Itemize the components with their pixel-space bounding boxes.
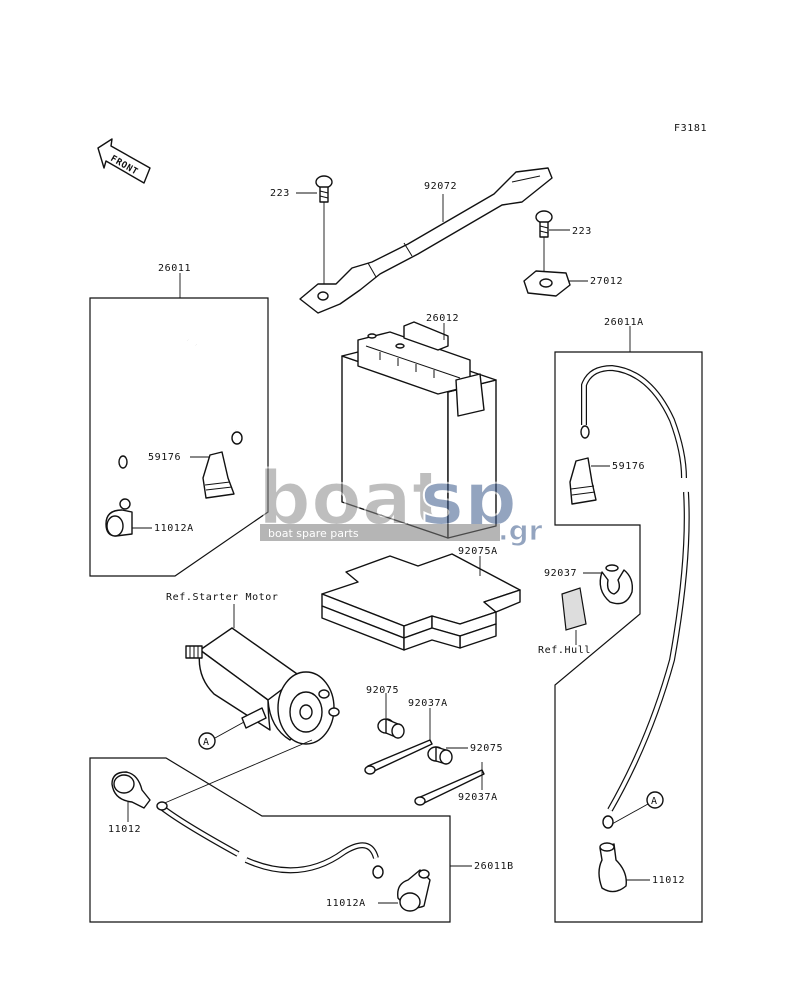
watermark-logo: boat sp .gr boat spare parts — [257, 455, 543, 548]
marker-a-left — [198, 732, 216, 750]
label-92075-2: 92075 — [470, 743, 503, 754]
front-arrow-icon: FRONT — [97, 138, 151, 184]
terminal-cap-11012-right — [598, 842, 627, 893]
grommet-92075-2 — [427, 746, 453, 765]
label-92037a-1: 92037A — [408, 698, 448, 709]
label-26011b: 26011B — [474, 861, 514, 872]
label-11012a-bottom: 11012A — [326, 898, 366, 909]
cable-tie-92037a-2 — [414, 769, 485, 806]
terminal-cap-11012-left — [111, 771, 151, 809]
label-11012-right: 11012 — [652, 875, 685, 886]
label-11012-left: 11012 — [108, 824, 141, 835]
hull-mount — [561, 587, 587, 645]
label-92072: 92072 — [424, 181, 457, 192]
group-box-26011a — [554, 351, 703, 923]
starter-cable-26011b — [156, 739, 384, 879]
battery-strap-92072 — [299, 167, 553, 314]
label-92075-1: 92075 — [366, 685, 399, 696]
label-11012a-left: 11012A — [154, 523, 194, 534]
label-26011: 26011 — [158, 263, 191, 274]
battery-cable-26011 — [118, 316, 243, 469]
label-59176-left: 59176 — [148, 452, 181, 463]
label-ref-hull: Ref.Hull — [538, 645, 591, 656]
terminal-boot-59176-left — [202, 451, 235, 499]
label-92075a: 92075A — [458, 546, 498, 557]
bracket-27012 — [523, 270, 571, 297]
label-27012: 27012 — [590, 276, 623, 287]
label-223-right: 223 — [572, 226, 592, 237]
leader-marker-a-right — [611, 803, 649, 825]
label-92037a-2: 92037A — [458, 792, 498, 803]
group-box-26011b — [89, 757, 451, 923]
svg-text:boat spare parts: boat spare parts — [268, 527, 359, 540]
cable-clip-92037 — [599, 564, 634, 605]
screw-223-right — [535, 210, 553, 280]
starter-motor — [185, 627, 340, 745]
screw-223-left — [315, 175, 333, 292]
battery-cable-26011a — [580, 364, 690, 829]
label-223-left: 223 — [270, 188, 290, 199]
grommet-92075-1 — [377, 718, 405, 739]
label-59176-right: 59176 — [612, 461, 645, 472]
battery-26012 — [341, 321, 497, 539]
figure-code: F3181 — [674, 123, 707, 134]
svg-text:.gr: .gr — [498, 514, 543, 547]
terminal-boot-59176-right — [569, 457, 597, 505]
group-box-26011 — [89, 297, 269, 577]
marker-a-right-text: A — [651, 796, 658, 807]
marker-a-right — [646, 791, 664, 809]
marker-a-left-text: A — [203, 737, 210, 748]
label-92037: 92037 — [544, 568, 577, 579]
cable-tie-92037a-1 — [364, 739, 433, 775]
terminal-cap-11012a-left — [105, 498, 133, 537]
label-26011a: 26011A — [604, 317, 644, 328]
battery-mat-92075a — [321, 553, 521, 651]
label-26012: 26012 — [426, 313, 459, 324]
terminal-cap-11012a-bottom — [397, 869, 431, 912]
label-ref-starter-motor: Ref.Starter Motor — [166, 592, 279, 603]
leader-marker-a-left — [214, 721, 245, 739]
